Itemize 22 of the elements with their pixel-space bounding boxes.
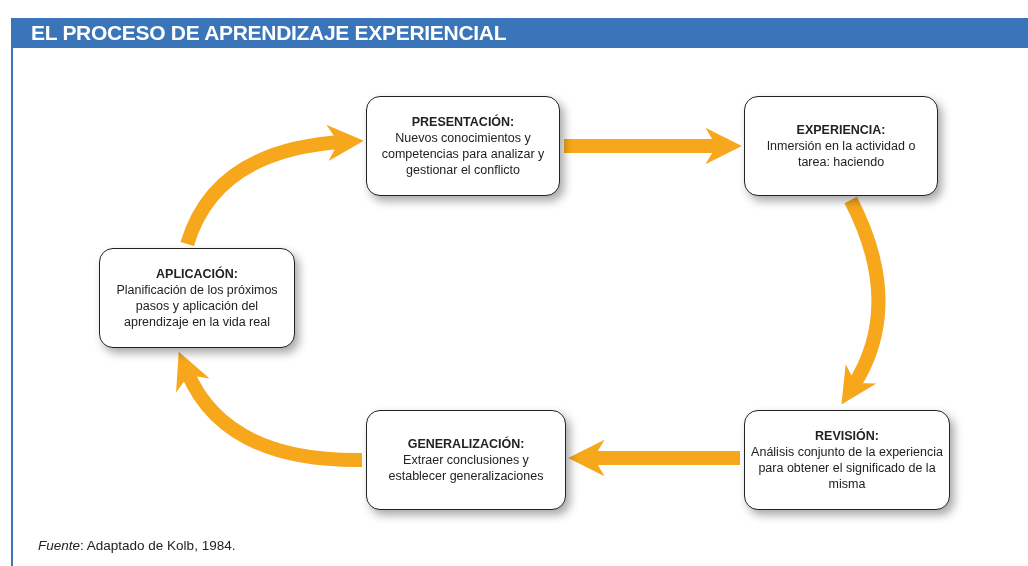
step-description: Extraer conclusiones y establecer generalizaciones xyxy=(387,452,545,484)
process-box xyxy=(366,410,566,510)
step-heading: GENERALIZACIÓN: xyxy=(407,436,525,452)
process-box xyxy=(366,96,560,196)
step-description: Inmersión en la actividad o tarea: haciendo xyxy=(765,138,917,170)
process-box xyxy=(744,410,950,510)
arrow xyxy=(177,352,363,467)
step-heading: REVISIÓN: xyxy=(815,428,879,444)
step-heading: PRESENTACIÓN: xyxy=(411,114,515,130)
step-heading: EXPERIENCIA: xyxy=(796,122,886,138)
process-box xyxy=(99,248,295,348)
step-description: Análisis conjunto de la experiencia para obtener el significado de la misma xyxy=(751,444,943,492)
arrow xyxy=(568,439,740,477)
step-description: Planificación de los próximos pasos y aplicación del aprendizaje en la vida real xyxy=(115,282,279,330)
source-note: Fuente: Adaptado de Kolb, 1984. xyxy=(38,538,236,553)
title-banner: EL PROCESO DE APRENDIZAJE EXPERIENCIAL xyxy=(11,18,1028,48)
arrow xyxy=(180,125,364,247)
process-box xyxy=(744,96,938,196)
step-description: Nuevos conocimientos y competencias para analizar y gestionar el conflicto xyxy=(380,130,546,178)
arrow xyxy=(564,127,742,165)
arrow xyxy=(842,196,886,405)
step-heading: APLICACIÓN: xyxy=(156,266,238,282)
